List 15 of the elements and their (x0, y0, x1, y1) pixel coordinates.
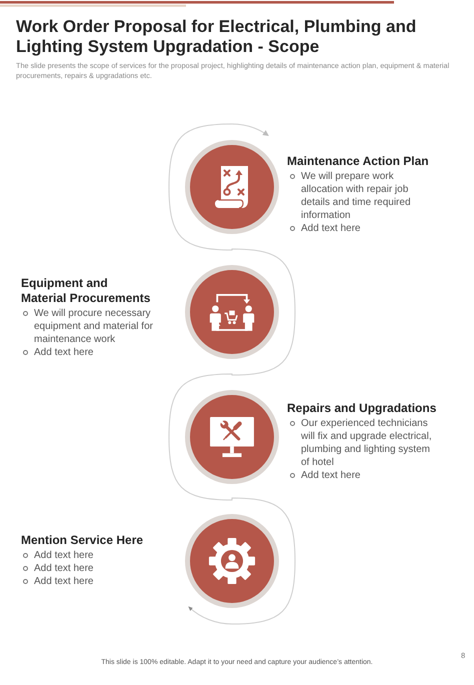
bullet-text: Our experienced technicians will fix and upgrade electrical, plumbing and lighting system of hotel (301, 417, 433, 469)
step-heading: Maintenance Action Plan (287, 154, 430, 169)
bullet-text: Add text here (301, 469, 360, 482)
bullet-text: Add text here (34, 575, 94, 588)
bullet-text: Add text here (301, 222, 360, 235)
bullet-text: We will procure necessary equipment and material for maintenance work (34, 307, 154, 346)
flow-arrow (168, 124, 296, 624)
step-heading: Mention Service Here (21, 533, 144, 548)
bullet-text: Add text here (34, 549, 94, 562)
bullet-text: Add text here (34, 346, 94, 359)
bullet-text: We will prepare work allocation with repair job details and time required information (301, 170, 412, 222)
step-heading: Repairs and Upgradations (287, 401, 438, 416)
bullet-text: Add text here (34, 562, 94, 575)
step-heading: Equipment and Material Procurements (21, 276, 152, 306)
slide-title: Work Order Proposal for Electrical, Plumbing and Lighting System Upgradation - Scope (16, 17, 418, 57)
